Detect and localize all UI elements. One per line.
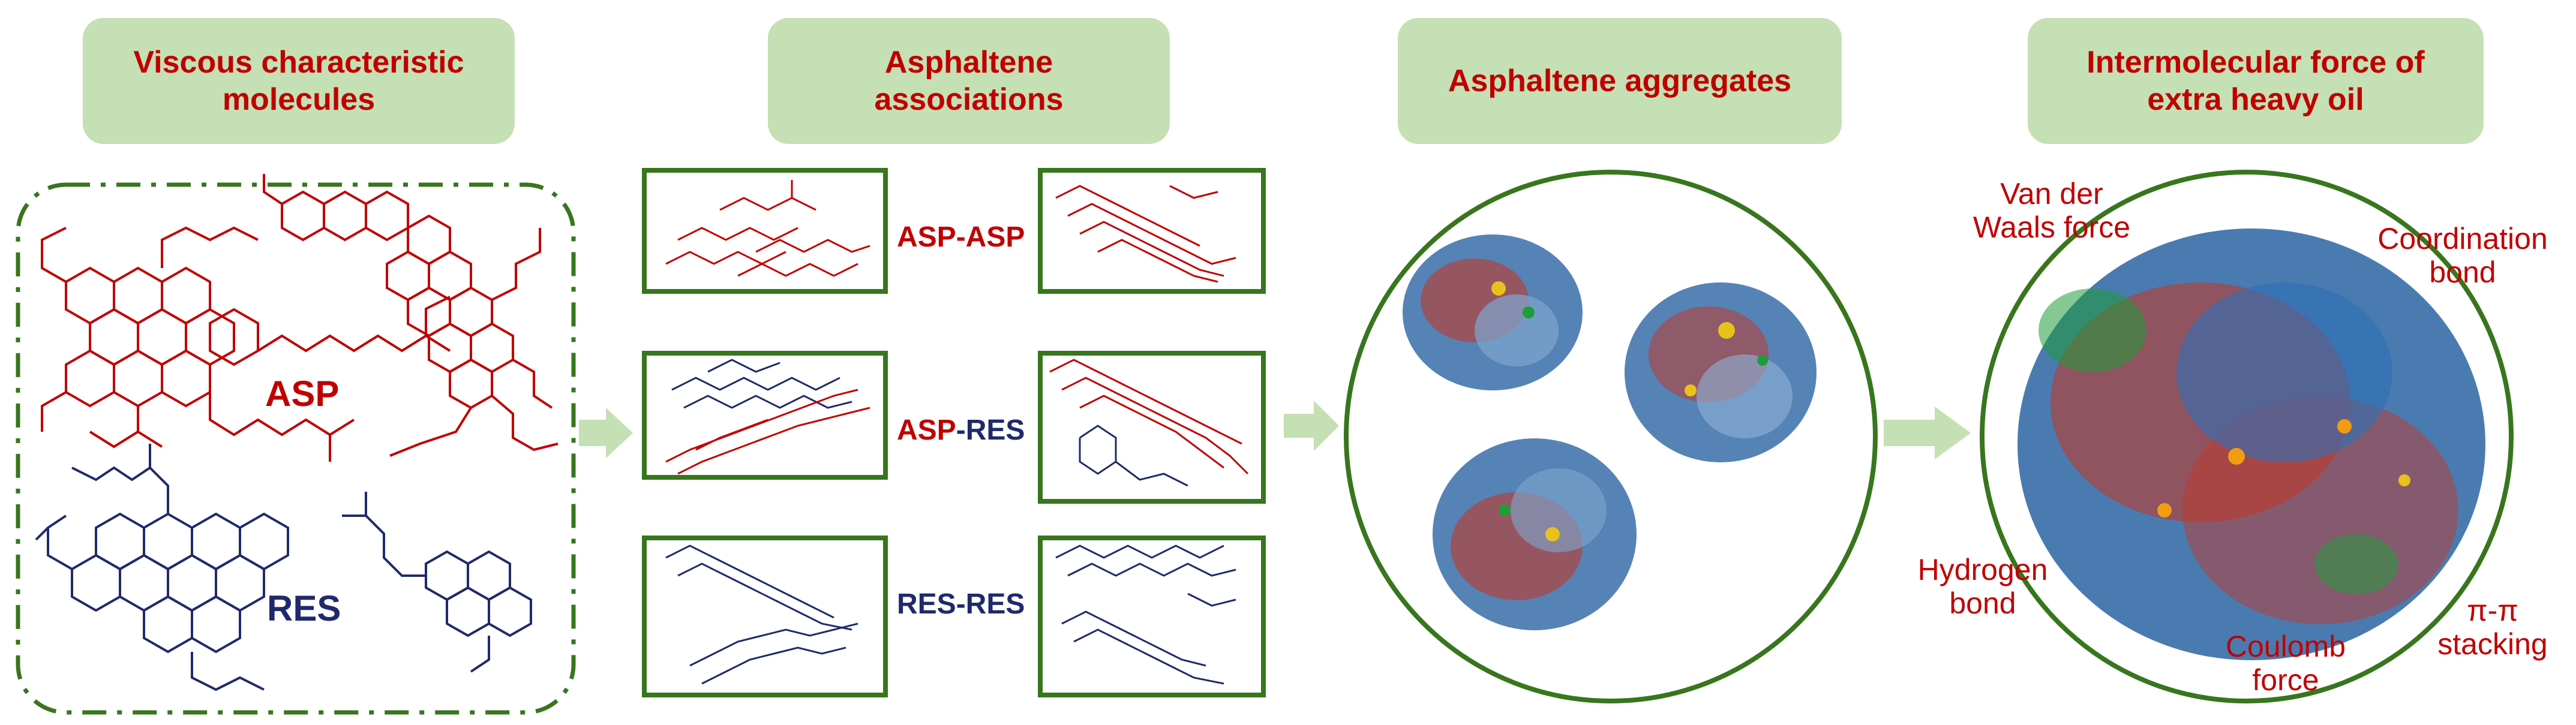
aggregate-cluster-1 (1403, 234, 1583, 390)
asp-label: ASP (265, 374, 340, 414)
header-associations-text: Asphaltene associations (874, 45, 1064, 117)
res-res-frame-left (642, 536, 888, 697)
force-coulomb: Coulomb force (2225, 630, 2346, 697)
header-intermolecular-text: Intermolecular force of extra heavy oil (2086, 45, 2425, 117)
aggregates-clusters (1403, 234, 1817, 630)
force-coordination-bond: Coordination bond (2377, 222, 2548, 289)
intermolecular-cluster (2017, 228, 2485, 660)
res-res-label: RES-RES (897, 588, 1025, 620)
force-pi-pi-stacking: π-π stacking (2437, 594, 2548, 661)
res-molecule-2 (342, 492, 532, 673)
res-molecule-1 (35, 444, 289, 691)
asp-res-frame-left (642, 351, 888, 480)
asp-res-label: ASP-RES (897, 414, 1025, 447)
aggregate-cluster-3 (1433, 438, 1637, 630)
force-van-der-waals: Van der Waals force (1972, 177, 2131, 244)
header-intermolecular-force: Intermolecular force of extra heavy oil (2028, 18, 2484, 144)
header-viscous-text: Viscous characteristic molecules (133, 45, 464, 117)
aggregate-cluster-2 (1625, 282, 1817, 462)
asp-asp-frame-left (642, 168, 888, 294)
force-hydrogen-bond: Hydrogen bond (1917, 553, 2048, 620)
asp-asp-label: ASP-ASP (897, 221, 1025, 253)
asp-molecule-2 (263, 174, 559, 457)
header-aggregates-text: Asphaltene aggregates (1448, 64, 1792, 98)
header-viscous-molecules: Viscous characteristic molecules (83, 18, 515, 144)
aggregates-circle (1344, 170, 1878, 703)
intermolecular-circle (1980, 170, 2514, 703)
res-label: RES (267, 588, 341, 628)
header-asphaltene-aggregates: Asphaltene aggregates (1398, 18, 1842, 144)
asp-res-label-res: -RES (956, 414, 1025, 446)
asp-molecule-1 (41, 226, 451, 462)
asp-res-label-asp: ASP (897, 414, 956, 446)
asp-res-frame-right (1038, 351, 1266, 504)
header-asphaltene-associations: Asphaltene associations (768, 18, 1170, 144)
